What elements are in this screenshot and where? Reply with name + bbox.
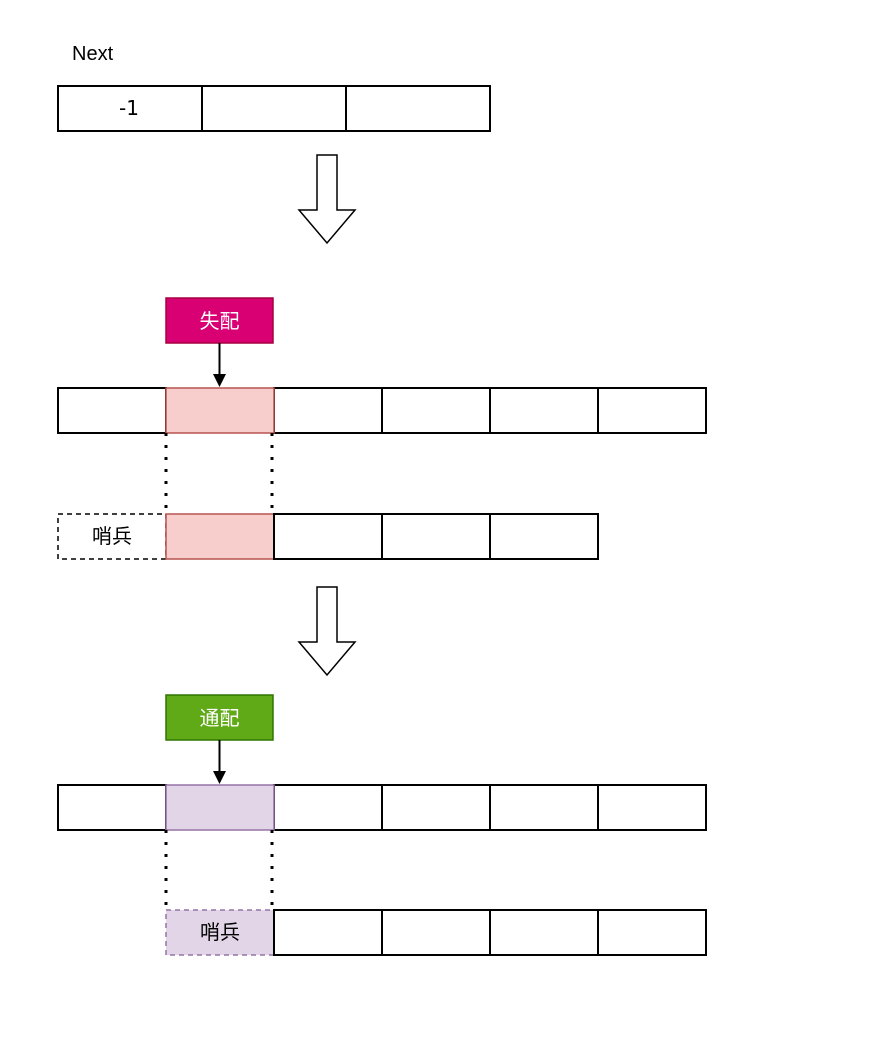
next-title: Next xyxy=(72,43,114,65)
wildcard-tag-label: 通配 xyxy=(200,706,240,730)
pattern-row xyxy=(273,513,599,560)
mismatch-tag-label: 失配 xyxy=(200,309,240,333)
text-cell xyxy=(489,387,599,434)
sentinel-label: 哨兵 xyxy=(200,920,240,944)
down-arrow-icon xyxy=(297,154,357,245)
text-cell xyxy=(597,784,707,831)
text-string-row xyxy=(57,784,707,831)
next-cell xyxy=(345,85,491,132)
sentinel-cell xyxy=(57,513,167,560)
pattern-cell xyxy=(273,513,383,560)
arrowhead-icon xyxy=(213,374,226,387)
arrowhead-icon xyxy=(213,771,226,784)
text-cell xyxy=(381,784,491,831)
text-cell xyxy=(57,387,167,434)
text-cell xyxy=(57,784,167,831)
pattern-cell xyxy=(381,909,491,956)
pattern-cell xyxy=(489,513,599,560)
pattern-cell xyxy=(597,909,707,956)
text-cell xyxy=(489,784,599,831)
down-arrow-icon xyxy=(297,586,357,677)
text-cell xyxy=(273,784,383,831)
sentinel-cell xyxy=(165,909,275,956)
next-array xyxy=(57,85,491,132)
wildcard-tag xyxy=(165,694,274,741)
text-cell xyxy=(597,387,707,434)
next-cell xyxy=(201,85,347,132)
wildcard-text-cell xyxy=(165,784,275,831)
wildcard-section: 通配 哨兵 xyxy=(57,694,707,956)
text-cell xyxy=(381,387,491,434)
text-cell xyxy=(273,387,383,434)
mismatch-tag xyxy=(165,297,274,344)
mismatch-section: 失配 哨兵 xyxy=(57,297,707,560)
pattern-cell xyxy=(273,909,383,956)
text-string-row xyxy=(57,387,707,434)
next-cell xyxy=(57,85,203,132)
sentinel-label: 哨兵 xyxy=(92,524,132,548)
pattern-row xyxy=(273,909,707,956)
pattern-cell xyxy=(489,909,599,956)
mismatch-pattern-cell xyxy=(165,513,275,560)
mismatch-text-cell xyxy=(165,387,275,434)
pattern-cell xyxy=(381,513,491,560)
next-cell-value: -1 xyxy=(119,96,139,120)
